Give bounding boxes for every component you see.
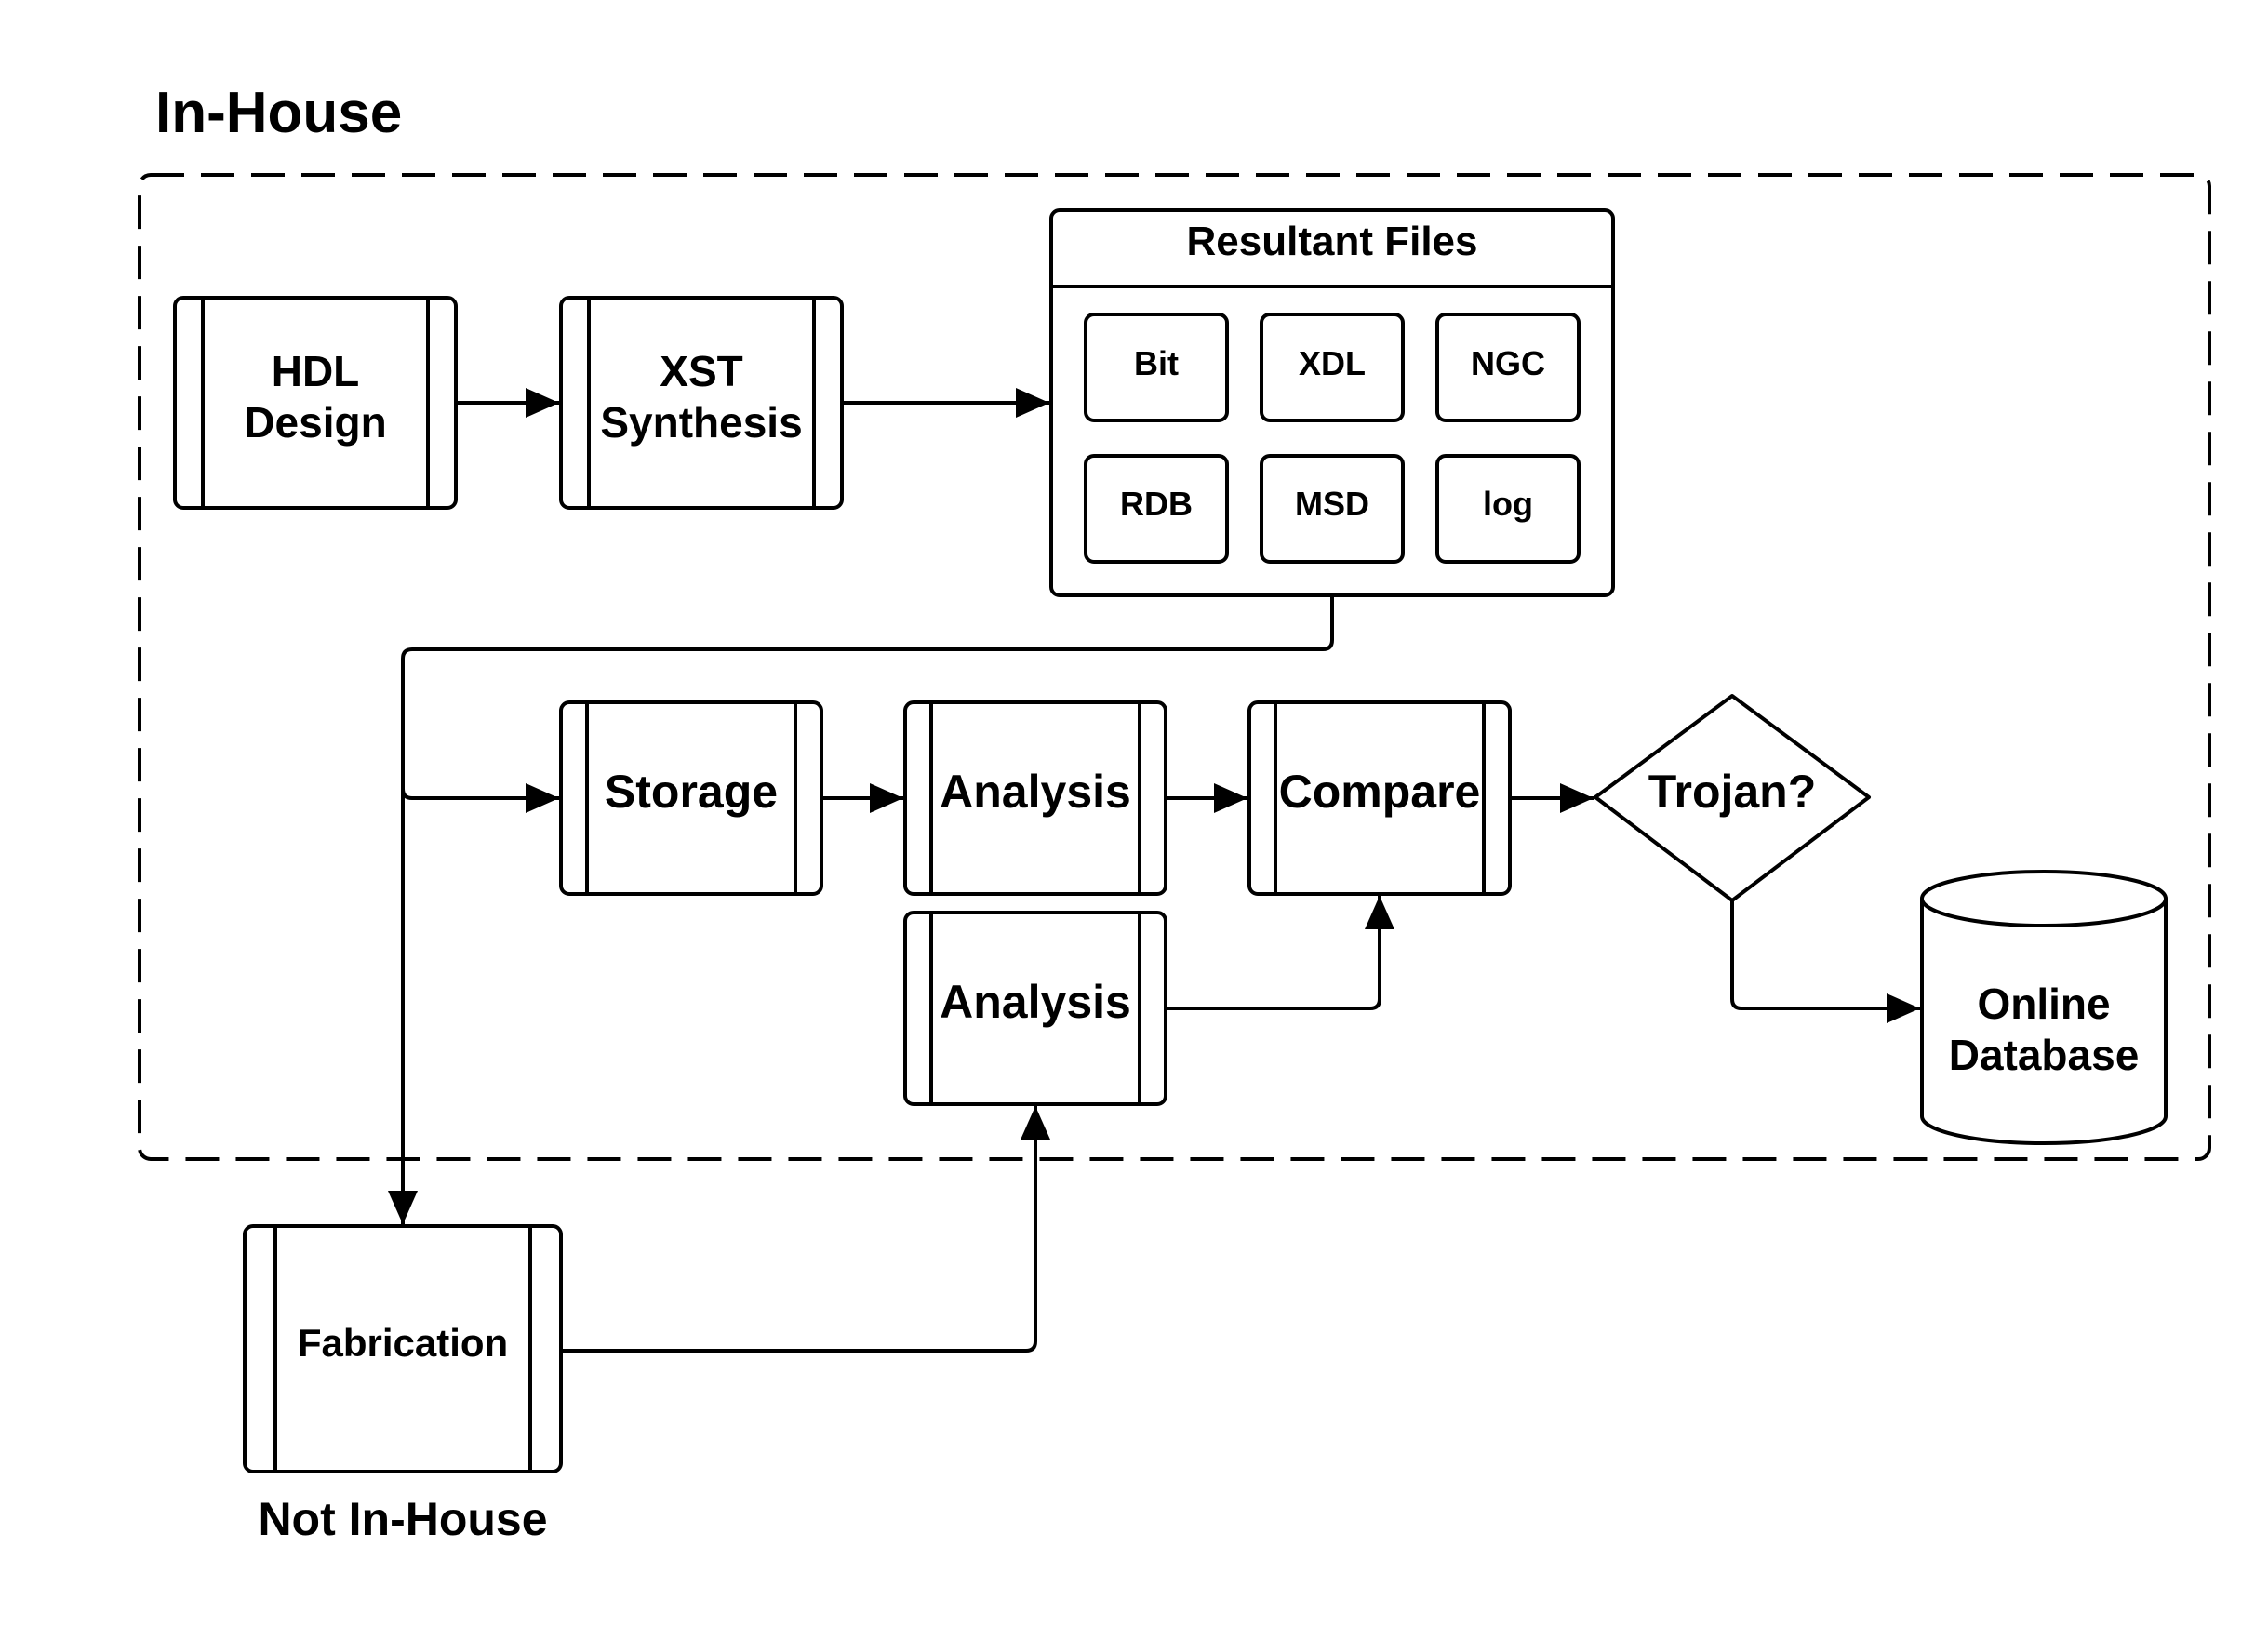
analysis-bottom-label: Analysis — [940, 976, 1131, 1028]
fabrication-label: Fabrication — [298, 1321, 508, 1365]
online-database-label-line2: Database — [1949, 1031, 2140, 1079]
resultant-files-panel[interactable]: Resultant Files Bit XDL NGC RDB MSD log — [1049, 208, 1615, 597]
file-log[interactable]: log — [1435, 454, 1581, 564]
in-house-boundary — [138, 173, 2211, 1161]
analysis-top-node[interactable]: Analysis — [903, 700, 1167, 896]
file-label: RDB — [1120, 485, 1193, 523]
file-rdb[interactable]: RDB — [1084, 454, 1229, 564]
file-label: MSD — [1295, 485, 1369, 523]
online-database-node[interactable]: Online Database — [1920, 870, 2168, 1145]
xst-synthesis-node[interactable]: XST Synthesis — [559, 296, 844, 510]
compare-label: Compare — [1279, 766, 1481, 818]
connector-to-storage — [401, 783, 559, 813]
connector-files-to-fabrication — [388, 595, 1334, 1224]
file-label: XDL — [1299, 344, 1366, 382]
trojan-decision[interactable]: Trojan? — [1594, 694, 1871, 902]
file-label: Bit — [1134, 344, 1179, 382]
fabrication-node[interactable]: Fabrication — [243, 1224, 563, 1473]
hdl-design-node[interactable]: HDL Design — [173, 296, 458, 510]
connector-trojan-to-database — [1730, 900, 1920, 1023]
xst-synthesis-label-line1: XST — [660, 347, 742, 395]
analysis-top-label: Analysis — [940, 766, 1131, 818]
hdl-design-label-line1: HDL — [272, 347, 360, 395]
compare-node[interactable]: Compare — [1247, 700, 1512, 896]
storage-label: Storage — [605, 766, 778, 818]
hdl-design-label-line2: Design — [244, 398, 386, 447]
file-label: log — [1483, 485, 1533, 523]
storage-node[interactable]: Storage — [559, 700, 823, 896]
file-ngc[interactable]: NGC — [1435, 313, 1581, 422]
file-bit[interactable]: Bit — [1084, 313, 1229, 422]
xst-synthesis-label-line2: Synthesis — [600, 398, 802, 447]
connector-fabrication-to-analysis — [561, 1106, 1050, 1353]
online-database-label-line1: Online — [1977, 980, 2110, 1028]
not-in-house-label: Not In-House — [258, 1493, 547, 1545]
file-xdl[interactable]: XDL — [1260, 313, 1405, 422]
resultant-files-title: Resultant Files — [1187, 219, 1478, 264]
trojan-label: Trojan? — [1648, 766, 1817, 818]
in-house-label: In-House — [155, 81, 402, 145]
analysis-bottom-node[interactable]: Analysis — [903, 911, 1167, 1106]
connector-analysis-bottom-to-compare — [1166, 896, 1394, 1010]
file-msd[interactable]: MSD — [1260, 454, 1405, 564]
file-label: NGC — [1471, 344, 1545, 382]
